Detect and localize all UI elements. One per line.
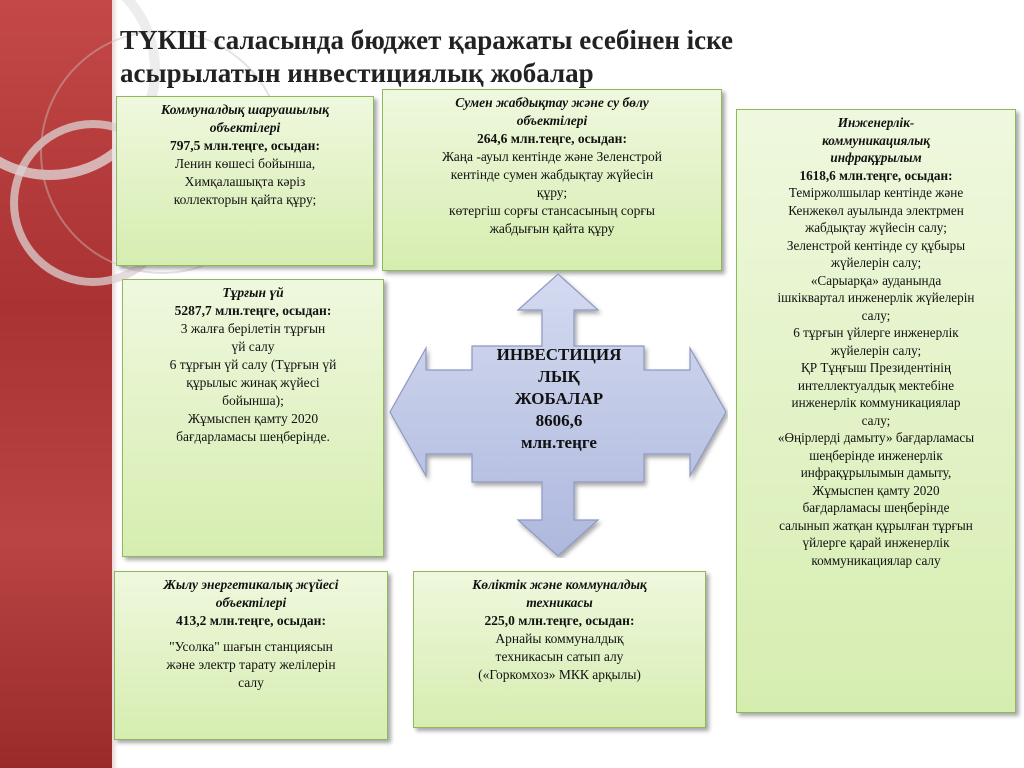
- box-heading: Коммуналдық шаруашылық: [161, 102, 329, 117]
- box-heading: объектілері: [209, 120, 281, 135]
- box-desc: Химқалашықта кәріз: [184, 174, 306, 189]
- box-desc: Арнайы коммуналдық: [495, 631, 624, 646]
- box-desc: үй салу: [231, 339, 275, 354]
- box-desc: ҚР Тұңғыш Президентінің: [800, 360, 952, 375]
- hub-line: ИНВЕСТИЦИЯ: [496, 345, 622, 364]
- box-desc: жабдықтау жүйесін салу;: [805, 220, 947, 235]
- box-desc: "Усолка" шағын станциясын: [169, 639, 333, 654]
- box-desc: Жұмыспен қамту 2020: [812, 482, 940, 498]
- box-desc: көтергіш сорғы стансасының сорғы: [449, 203, 655, 218]
- box-desc: инфрақұрылымын дамыту,: [800, 465, 952, 480]
- box-desc: және электр тарату желілерін: [166, 657, 336, 672]
- box-desc: «Сарыарқа» ауданында: [810, 272, 942, 288]
- kolik-box: Көліктік және коммуналдық техникасы 225,…: [413, 571, 706, 728]
- box-heading: Көліктік және коммуналдық: [472, 577, 647, 592]
- box-desc: Кенжекөл ауылында электрмен: [788, 202, 964, 218]
- injener-box: Инженерлік- коммуникациялық инфрақұрылым…: [736, 109, 1016, 713]
- hub-line: ЛЫҚ: [538, 367, 580, 386]
- box-desc: бағдарламасы шеңберінде: [802, 500, 950, 515]
- box-amount: 797,5 млн.теңге, осыдан:: [170, 138, 320, 153]
- box-heading: Жылу энергетикалық жүйесі: [163, 577, 339, 592]
- box-desc: жүйелерін салу;: [830, 255, 922, 270]
- hub-line: млн.теңге: [521, 433, 597, 452]
- box-desc: Теміржолшылар кентінде және: [788, 185, 964, 200]
- box-amount: 225,0 млн.теңге, осыдан:: [484, 613, 635, 628]
- box-amount: 264,6 млн.теңге, осыдан:: [477, 131, 627, 146]
- box-heading: объектілері: [516, 113, 588, 128]
- box-desc: коллекторын қайта құру;: [173, 192, 317, 207]
- box-heading: объектілері: [215, 595, 287, 610]
- box-desc: жабдығын қайта құру: [489, 221, 615, 236]
- box-desc: интеллектуалдық мектебіне: [797, 377, 955, 393]
- title-line: ТҮКШ саласында бюджет қаражаты есебінен …: [120, 25, 734, 55]
- zhylu-box: Жылу энергетикалық жүйесі объектілері 41…: [114, 571, 388, 740]
- box-desc: 6 тұрғын үй салу (Тұрғын үй: [169, 357, 337, 372]
- box-heading: инфрақұрылым: [830, 150, 922, 165]
- box-desc: Ленин көшесі бойынша,: [174, 156, 316, 171]
- box-heading: техникасы: [526, 595, 593, 610]
- box-desc: құрылыс жинақ жүйесі: [186, 375, 320, 390]
- box-desc: бойынша);: [222, 393, 284, 408]
- box-desc: салынып жатқан құрылған тұрғын: [779, 517, 973, 533]
- box-desc: («Горкомхоз» МКК арқылы): [478, 667, 641, 682]
- title-line: асырылатын инвестициялық жобалар: [120, 58, 594, 88]
- kommunal-box: Коммуналдық шаруашылық объектілері 797,5…: [116, 96, 374, 266]
- box-desc: ішкіквартал инженерлік жүйелерін: [777, 290, 975, 305]
- investment-hub: ИНВЕСТИЦИЯ ЛЫҚ ЖОБАЛАР 8606,6 млн.теңге: [388, 272, 728, 558]
- box-desc: 3 жалға берілетін тұрғын: [180, 321, 326, 336]
- box-desc: техникасын сатып алу: [495, 649, 624, 664]
- box-desc: коммуникациялар салу: [811, 552, 941, 568]
- box-amount: 5287,7 млн.теңге, осыдан:: [174, 303, 332, 318]
- turgyn-box: Тұрғын үй 5287,7 млн.теңге, осыдан: 3 жа…: [122, 279, 384, 557]
- four-way-arrow-icon: [389, 273, 727, 557]
- box-desc: 6 тұрғын үйлерге инженерлік: [793, 325, 959, 340]
- box-desc: инженерлік коммуникациялар: [791, 395, 961, 410]
- hub-line: ЖОБАЛАР: [514, 389, 604, 408]
- su-box: Сумен жабдықтау және су бөлу объектілері…: [382, 89, 722, 271]
- box-desc: кентінде сумен жабдықтау жүйесін: [450, 167, 654, 182]
- box-desc: жүйелерін салу;: [830, 342, 922, 358]
- hub-line: 8606,6: [535, 411, 583, 430]
- box-desc: Жаңа -ауыл кентінде және Зеленстрой: [441, 149, 663, 164]
- box-heading: Тұрғын үй: [222, 285, 284, 300]
- box-desc: салу;: [861, 307, 891, 323]
- box-heading: Сумен жабдықтау және су бөлу: [455, 95, 649, 110]
- hub-label: ИНВЕСТИЦИЯ ЛЫҚ ЖОБАЛАР 8606,6 млн.теңге: [472, 344, 646, 454]
- slide-title: ТҮКШ саласында бюджет қаражаты есебінен …: [120, 24, 900, 90]
- box-desc: «Өңірлерді дамыту» бағдарламасы: [777, 430, 975, 445]
- decorative-band-edge: [112, 0, 118, 768]
- box-desc: салу: [238, 675, 264, 690]
- box-desc: шеңберінде инженерлік: [809, 447, 943, 463]
- box-heading: коммуникациялық: [822, 132, 930, 148]
- box-amount: 1618,6 млн.теңге, осыдан:: [799, 167, 953, 183]
- box-heading: Инженерлік-: [837, 115, 915, 130]
- box-desc: құру;: [536, 185, 568, 200]
- box-desc: бағдарламасы шеңберінде.: [176, 429, 330, 444]
- box-desc: Зеленстрой кентінде су құбыры: [786, 237, 966, 253]
- box-desc: салу;: [861, 412, 891, 428]
- box-desc: үйлерге қарай инженерлік: [802, 535, 950, 550]
- box-desc: Жұмыспен қамту 2020: [187, 411, 319, 426]
- box-amount: 413,2 млн.теңге, осыдан:: [176, 613, 326, 628]
